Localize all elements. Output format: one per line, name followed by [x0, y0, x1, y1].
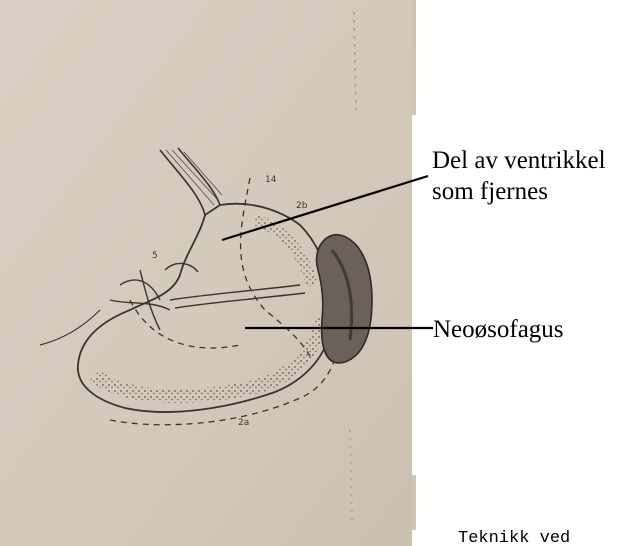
annotation-2b: 2b	[296, 201, 308, 211]
label-neoesophagus: Neoøsofagus	[433, 314, 564, 345]
annotation-5: 5	[152, 251, 158, 261]
label-ventricle-part-removed: Del av ventrikkel som fjernes	[432, 145, 628, 207]
annotation-2a: 2a	[238, 418, 249, 428]
figure-caption: Teknikk ved	[458, 529, 570, 546]
annotation-14: 14	[265, 175, 277, 185]
